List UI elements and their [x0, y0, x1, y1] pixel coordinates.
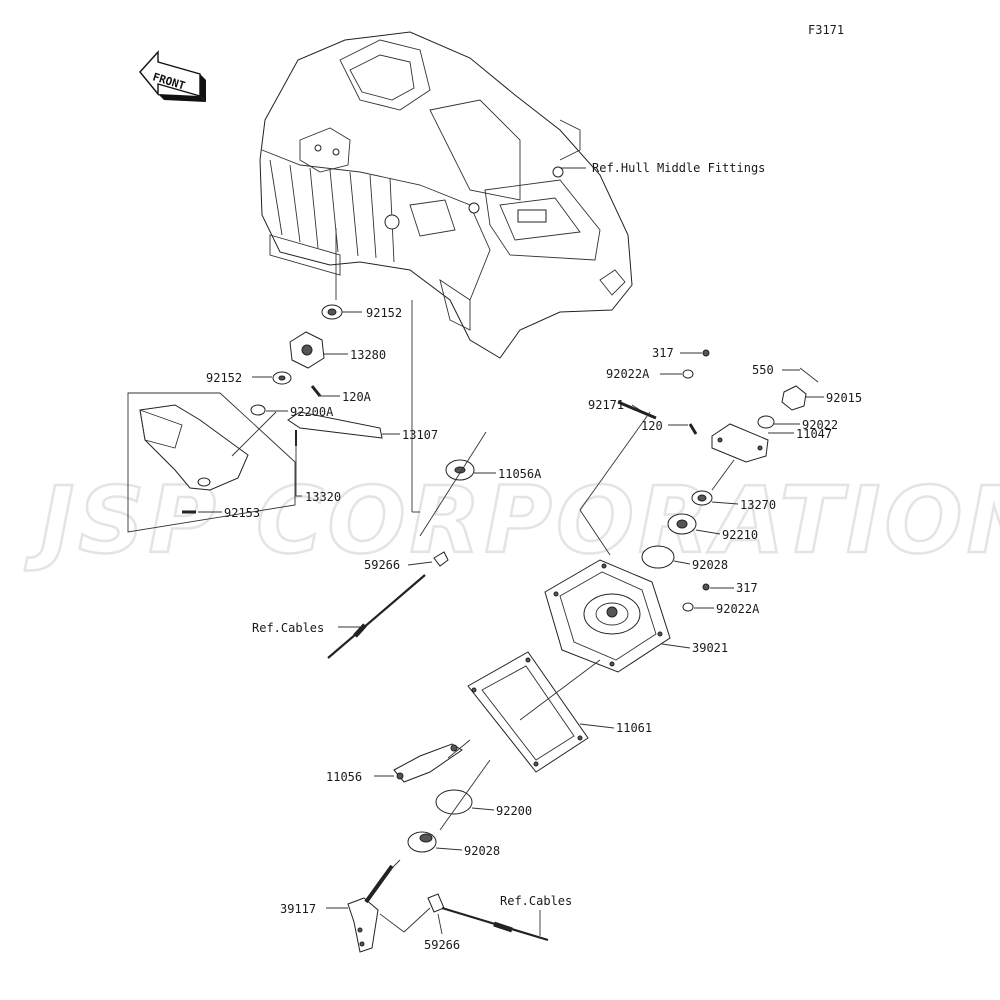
label-92171: 92171 — [588, 398, 624, 412]
front-arrow-icon: FRONT — [139, 50, 206, 102]
label-120a: 120A — [342, 390, 372, 404]
part-92152-upper-grommet — [321, 304, 343, 320]
part-92028-upper-washer — [641, 545, 675, 569]
label-92210: 92210 — [722, 528, 758, 542]
label-92152-upper: 92152 — [366, 306, 402, 320]
leader-lines — [198, 167, 824, 936]
part-11061-gasket — [467, 651, 589, 773]
label-11061: 11061 — [616, 721, 652, 735]
figure-code: F3171 — [808, 23, 844, 37]
label-550: 550 — [752, 363, 774, 377]
part-13270-gear — [691, 490, 713, 506]
part-92200-washer — [435, 789, 473, 815]
label-ref-cables-lower: Ref.Cables — [500, 894, 572, 908]
cable-lower — [441, 906, 549, 942]
label-317-lower: 317 — [736, 581, 758, 595]
label-11047: 11047 — [796, 427, 832, 441]
label-92022a-lower: 92022A — [716, 602, 760, 616]
part-92022a-upper-washer — [682, 369, 694, 379]
label-92022a-upper: 92022A — [606, 367, 650, 381]
part-92022a-lower-washer — [682, 602, 694, 612]
part-317-lower-nut — [702, 583, 710, 591]
watermark-text: JSP CORPORATION — [24, 467, 1000, 574]
label-13320: 13320 — [305, 490, 341, 504]
label-13107: 13107 — [402, 428, 438, 442]
part-59266-upper-fitting — [433, 551, 449, 567]
label-ref-hull-middle-fittings: Ref.Hull Middle Fittings — [592, 161, 765, 175]
part-120-screw — [688, 423, 698, 435]
label-13270: 13270 — [740, 498, 776, 512]
label-11056: 11056 — [326, 770, 362, 784]
part-59266-lower-fitting — [427, 893, 445, 913]
label-13280: 13280 — [350, 348, 386, 362]
label-39021: 39021 — [692, 641, 728, 655]
label-59266-upper: 59266 — [364, 558, 400, 572]
label-ref-cables-upper: Ref.Cables — [252, 621, 324, 635]
part-11056-lever — [393, 743, 463, 783]
part-92200a-washer — [250, 404, 266, 416]
part-13280-holder — [289, 331, 325, 369]
label-92200a: 92200A — [290, 405, 334, 419]
label-92153: 92153 — [224, 506, 260, 520]
part-120a-screw — [310, 385, 322, 397]
label-59266-lower: 59266 — [424, 938, 460, 952]
part-39021-housing — [544, 559, 671, 673]
label-92152-lower: 92152 — [206, 371, 242, 385]
label-92022: 92022 — [802, 418, 838, 432]
part-317-upper-nut — [702, 349, 710, 357]
part-labels: Ref.Hull Middle Fittings 92152 13280 921… — [206, 161, 862, 952]
part-39117-arm — [347, 864, 394, 953]
cable-upper — [327, 574, 426, 659]
part-11056a-plate — [445, 459, 475, 481]
label-317-upper: 317 — [652, 346, 674, 360]
part-92028-lower-bushing — [407, 831, 437, 853]
label-92028-upper: 92028 — [692, 558, 728, 572]
part-92152-lower-grommet — [272, 371, 292, 385]
part-92171-rod — [617, 400, 657, 420]
label-39117: 39117 — [280, 902, 316, 916]
part-13320-group-box — [127, 392, 296, 533]
part-92210-washer — [667, 513, 697, 535]
label-92028-lower: 92028 — [464, 844, 500, 858]
part-92022-washer — [757, 415, 775, 429]
part-550-pin — [799, 367, 819, 383]
label-92015: 92015 — [826, 391, 862, 405]
part-11047-bracket — [711, 423, 769, 463]
part-92015-nut — [781, 385, 807, 411]
label-11056a: 11056A — [498, 467, 542, 481]
label-92200: 92200 — [496, 804, 532, 818]
label-120: 120 — [641, 419, 663, 433]
hull-illustration — [259, 31, 633, 359]
